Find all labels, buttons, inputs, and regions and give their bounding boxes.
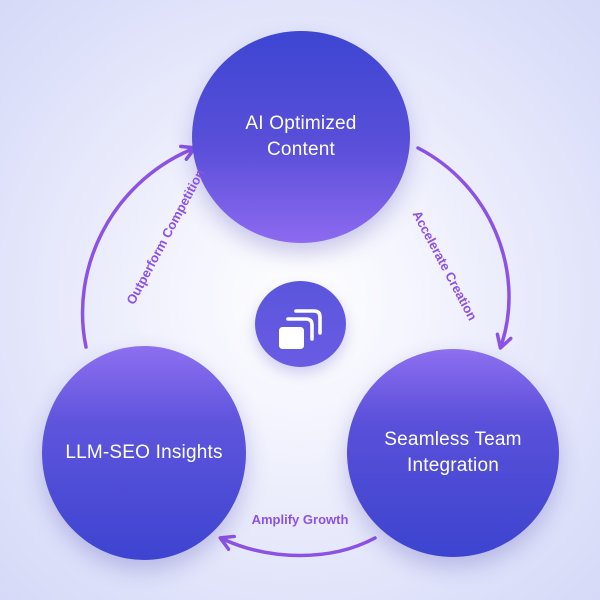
arrow-label-amplify-growth: Amplify Growth (251, 512, 349, 527)
arrow-left-to-top (80, 144, 197, 349)
stacked-squares-icon (279, 309, 322, 349)
arrow-top-to-right (416, 146, 513, 350)
center-logo-badge (255, 281, 346, 367)
node-seamless-team-integration: Seamless Team Integration (347, 349, 559, 557)
node-label: AI Optimized Content (245, 113, 357, 160)
node-label: Seamless Team Integration (384, 429, 522, 476)
node-label: LLM-SEO Insights (65, 442, 223, 463)
node-ai-optimized-content: AI Optimized Content (192, 31, 410, 243)
arrow-right-to-left (218, 534, 377, 558)
node-llm-seo-insights: LLM-SEO Insights (42, 346, 246, 560)
